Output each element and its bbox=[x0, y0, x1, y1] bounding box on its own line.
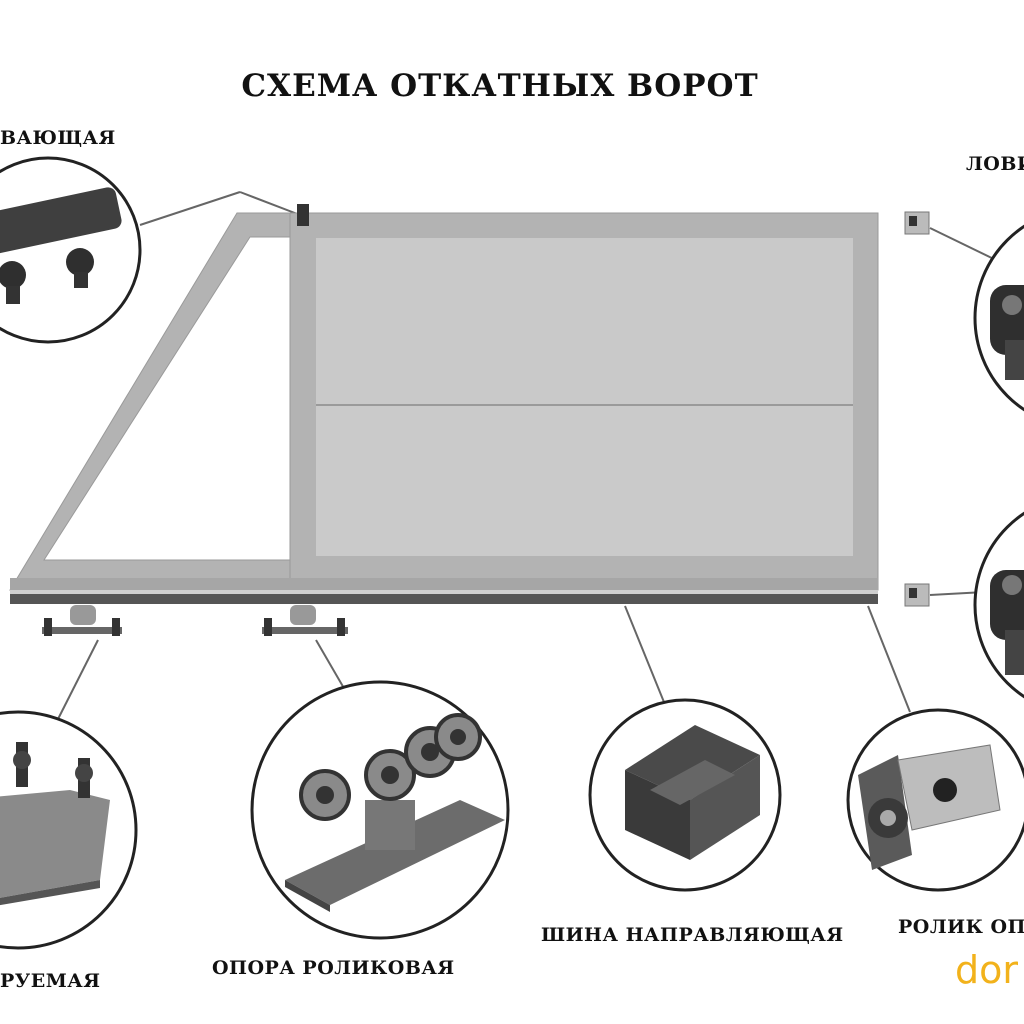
detail-upper-guide-roller bbox=[0, 156, 142, 344]
gate-panel-bottom bbox=[316, 406, 853, 556]
label-support-roller: РОЛИК ОП bbox=[898, 916, 1024, 938]
detail-support-roller bbox=[846, 708, 1024, 892]
leader-lines bbox=[54, 191, 1001, 726]
detail-guide-rail bbox=[588, 698, 782, 892]
roller-support-mark-2 bbox=[262, 605, 348, 636]
top-roller-bracket bbox=[297, 204, 309, 226]
diagram-title: СХЕМА ОТКАТНЫХ ВОРОТ bbox=[241, 68, 759, 104]
label-adjustable-base: РУЕМАЯ bbox=[0, 970, 101, 992]
detail-lower-catcher bbox=[973, 511, 1024, 699]
gate-panel-top bbox=[316, 238, 853, 404]
label-catcher: ЛОВИ bbox=[966, 153, 1024, 175]
detail-adjustable-base bbox=[0, 710, 138, 950]
roller-support-mark-1 bbox=[42, 605, 122, 636]
watermark-logo: dor bbox=[955, 948, 1018, 992]
detail-upper-catcher bbox=[973, 224, 1024, 412]
label-upper-guide-roller: ВАЮЩАЯ bbox=[0, 127, 116, 149]
label-roller-support: ОПОРА РОЛИКОВАЯ bbox=[212, 957, 455, 979]
label-guide-rail: ШИНА НАПРАВЛЯЮЩАЯ bbox=[541, 924, 844, 946]
guide-rail-beam bbox=[10, 594, 878, 604]
gate bbox=[9, 204, 930, 636]
detail-roller-support bbox=[250, 680, 510, 940]
